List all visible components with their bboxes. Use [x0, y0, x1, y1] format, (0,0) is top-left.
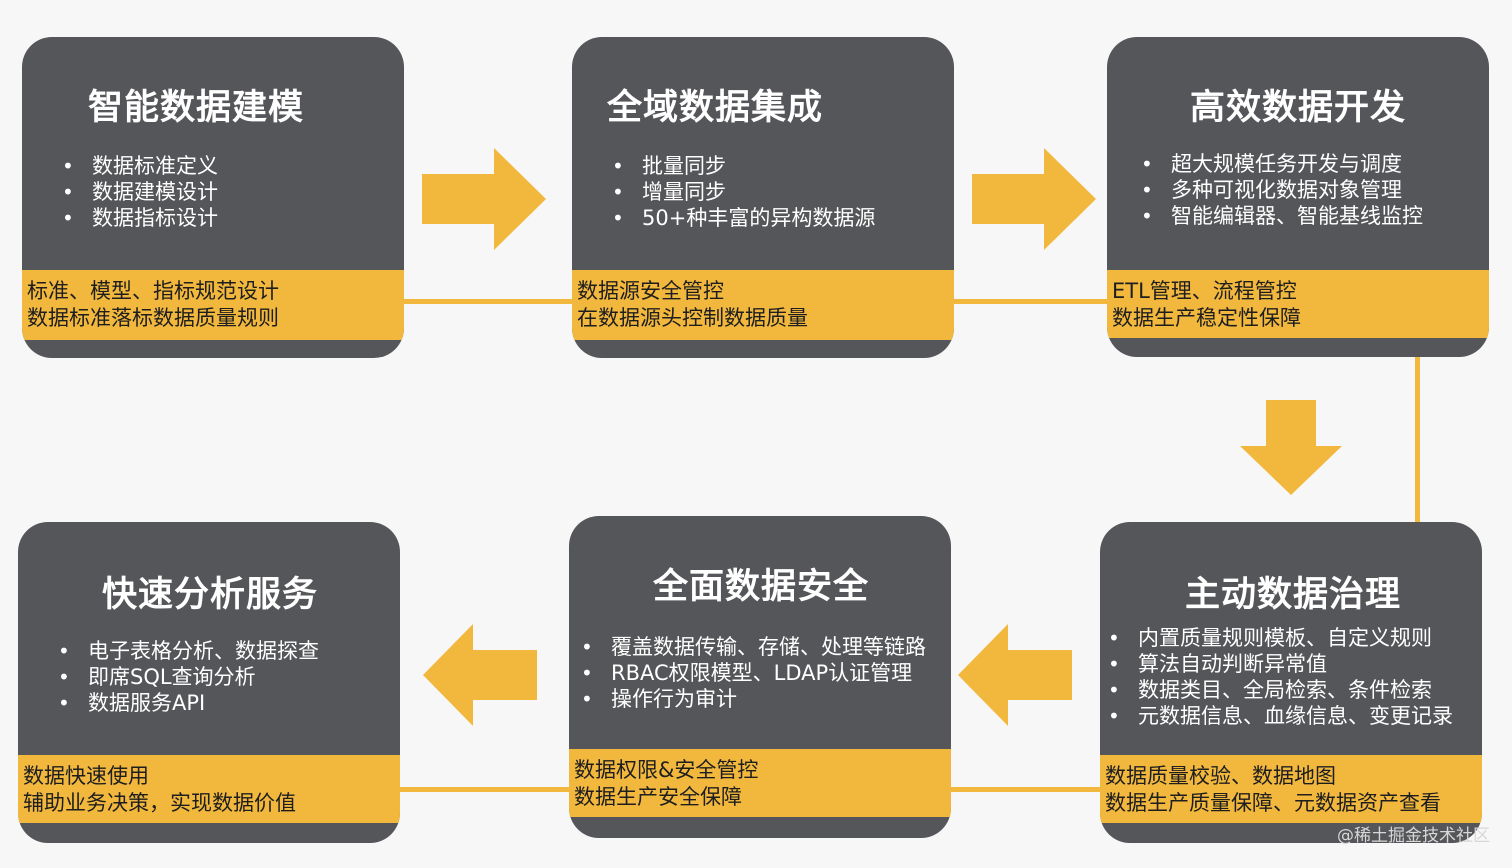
- band-line: 标准、模型、指标规范设计: [27, 279, 279, 303]
- stage-summary-band: 数据权限&安全管控 数据生产安全保障: [569, 749, 951, 817]
- arrow-right-icon: [972, 148, 1096, 250]
- stage-summary-band: 标准、模型、指标规范设计 数据标准落标数据质量规则: [22, 270, 404, 340]
- stage-box-development: 高效数据开发 超大规模任务开发与调度 多种可视化数据对象管理 智能编辑器、智能基…: [1107, 37, 1489, 357]
- list-item: 数据服务API: [58, 690, 319, 716]
- list-item: 元数据信息、血缘信息、变更记录: [1108, 703, 1453, 729]
- stage-title: 智能数据建模: [88, 88, 305, 128]
- stage-feature-list: 覆盖数据传输、存储、处理等链路 RBAC权限模型、LDAP认证管理 操作行为审计: [581, 634, 926, 712]
- stage-summary-band: 数据源安全管控 在数据源头控制数据质量: [572, 270, 954, 340]
- stage-summary-band: 数据快速使用 辅助业务决策，实现数据价值: [18, 755, 400, 823]
- stage-feature-list: 批量同步 增量同步 50+种丰富的异构数据源: [612, 153, 875, 231]
- list-item: 操作行为审计: [581, 686, 926, 712]
- arrow-right-icon: [422, 148, 546, 250]
- stage-title: 主动数据治理: [1185, 575, 1402, 615]
- connector-line-right: [1415, 355, 1420, 523]
- stage-box-analysis: 快速分析服务 电子表格分析、数据探查 即席SQL查询分析 数据服务API 数据快…: [18, 522, 400, 843]
- list-item: 内置质量规则模板、自定义规则: [1108, 625, 1453, 651]
- list-item: 数据类目、全局检索、条件检索: [1108, 677, 1453, 703]
- watermark: @稀土掘金技术社区: [1337, 826, 1490, 846]
- list-item: 数据标准定义: [62, 153, 218, 179]
- list-item: 超大规模任务开发与调度: [1141, 151, 1423, 177]
- band-line: 在数据源头控制数据质量: [577, 306, 808, 330]
- band-line: 数据标准落标数据质量规则: [27, 306, 279, 330]
- list-item: 批量同步: [612, 153, 875, 179]
- stage-feature-list: 超大规模任务开发与调度 多种可视化数据对象管理 智能编辑器、智能基线监控: [1141, 151, 1423, 229]
- band-line: 数据生产质量保障、元数据资产查看: [1105, 791, 1441, 815]
- arrow-left-icon: [423, 624, 537, 726]
- band-line: 数据生产稳定性保障: [1112, 306, 1301, 330]
- stage-feature-list: 数据标准定义 数据建模设计 数据指标设计: [62, 153, 218, 231]
- stage-title: 全域数据集成: [607, 88, 824, 128]
- band-line: ETL管理、流程管控: [1112, 279, 1297, 303]
- stage-title: 快速分析服务: [102, 575, 319, 615]
- stage-summary-band: ETL管理、流程管控 数据生产稳定性保障: [1107, 270, 1489, 338]
- list-item: 数据建模设计: [62, 179, 218, 205]
- stage-summary-band: 数据质量校验、数据地图 数据生产质量保障、元数据资产查看: [1100, 755, 1482, 823]
- arrow-down-icon: [1240, 400, 1342, 495]
- stage-title: 高效数据开发: [1190, 88, 1407, 128]
- list-item: 50+种丰富的异构数据源: [612, 205, 875, 231]
- list-item: 覆盖数据传输、存储、处理等链路: [581, 634, 926, 660]
- band-line: 数据质量校验、数据地图: [1105, 764, 1336, 788]
- list-item: 多种可视化数据对象管理: [1141, 177, 1423, 203]
- list-item: 增量同步: [612, 179, 875, 205]
- arrow-left-icon: [958, 624, 1072, 726]
- stage-feature-list: 内置质量规则模板、自定义规则 算法自动判断异常值 数据类目、全局检索、条件检索 …: [1108, 625, 1453, 729]
- band-line: 数据生产安全保障: [574, 785, 742, 809]
- list-item: 数据指标设计: [62, 205, 218, 231]
- list-item: 智能编辑器、智能基线监控: [1141, 203, 1423, 229]
- stage-box-governance: 主动数据治理 内置质量规则模板、自定义规则 算法自动判断异常值 数据类目、全局检…: [1100, 522, 1482, 843]
- stage-feature-list: 电子表格分析、数据探查 即席SQL查询分析 数据服务API: [58, 638, 319, 716]
- band-line: 数据快速使用: [23, 764, 149, 788]
- list-item: 算法自动判断异常值: [1108, 651, 1453, 677]
- band-line: 数据源安全管控: [577, 279, 724, 303]
- list-item: 电子表格分析、数据探查: [58, 638, 319, 664]
- band-line: 辅助业务决策，实现数据价值: [23, 791, 296, 815]
- list-item: 即席SQL查询分析: [58, 664, 319, 690]
- stage-box-modeling: 智能数据建模 数据标准定义 数据建模设计 数据指标设计 标准、模型、指标规范设计…: [22, 37, 404, 358]
- stage-title: 全面数据安全: [653, 567, 870, 607]
- band-line: 数据权限&安全管控: [574, 758, 759, 782]
- list-item: RBAC权限模型、LDAP认证管理: [581, 660, 926, 686]
- stage-box-security: 全面数据安全 覆盖数据传输、存储、处理等链路 RBAC权限模型、LDAP认证管理…: [569, 516, 951, 838]
- stage-box-integration: 全域数据集成 批量同步 增量同步 50+种丰富的异构数据源 数据源安全管控 在数…: [572, 37, 954, 358]
